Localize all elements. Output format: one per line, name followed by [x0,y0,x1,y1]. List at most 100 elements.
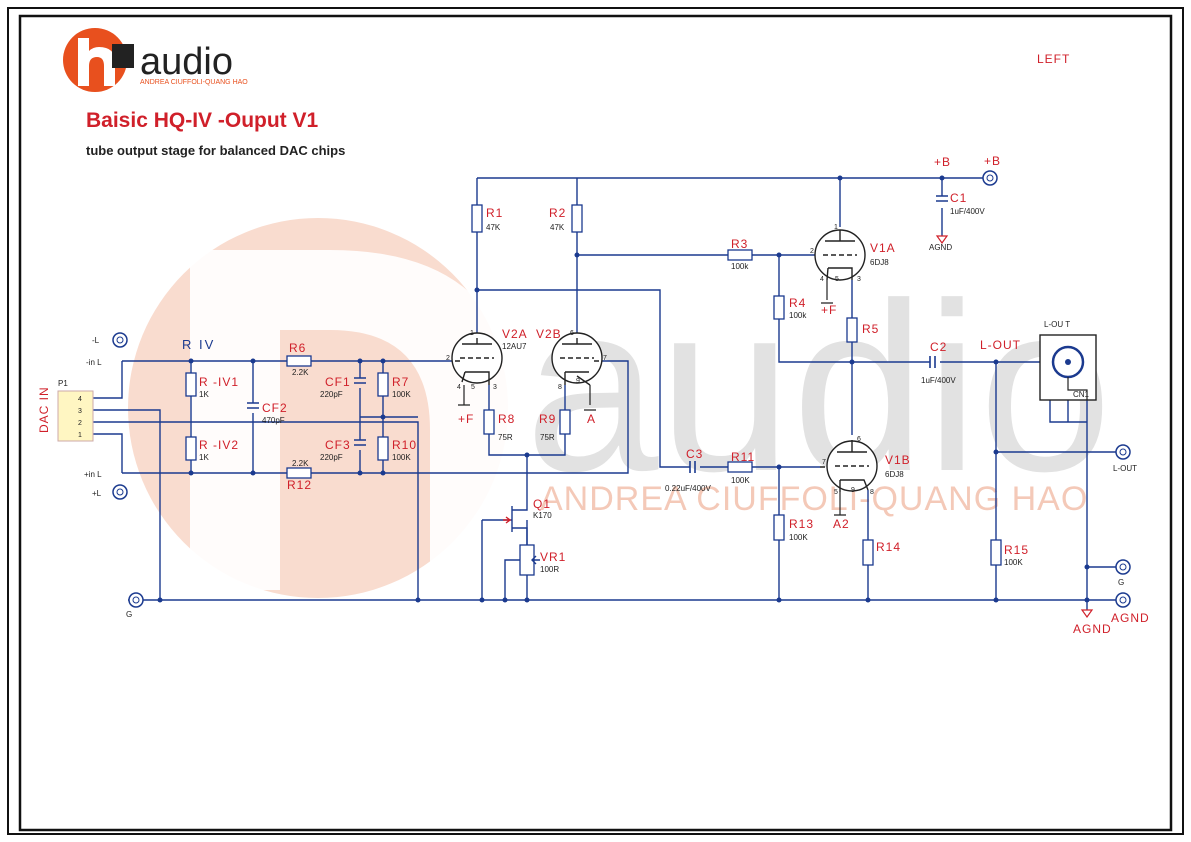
v2b-ref: V2B [536,327,562,341]
r10-value: 100K [392,453,411,462]
tube-v2a [451,332,503,385]
watermark-h-shape [190,250,520,590]
cf3-symbol [354,439,366,446]
junction-dot [188,358,194,364]
junction-dot [380,414,386,420]
r7-value: 100K [392,390,411,399]
c3-r11-wire [477,289,820,468]
r6-body [286,355,312,367]
bplus-net-label: +B [934,155,951,169]
riv2-value: 1K [199,453,209,462]
pin-number: 7 [822,459,826,466]
tube-v2b [551,332,603,386]
rca-jack-cn1 [1039,334,1097,401]
pin-number: 5 [835,276,839,283]
pin-number: 6 [857,436,861,443]
c1-symbol [936,195,948,202]
p1-pin-label: 3 [78,408,82,415]
logo-text: audio [140,41,233,83]
r4-value: 100k [789,311,807,320]
riv-block-label: R IV [182,337,215,352]
r5-body [846,317,858,343]
junction-dot [357,470,363,476]
pin-number: 5 [834,489,838,496]
r9-ref: R9 [539,412,556,426]
riv2-ref: R -IV2 [199,438,239,452]
riv1-value: 1K [199,390,209,399]
junction-dot [574,252,580,258]
r4-ref: R4 [789,296,806,310]
q1-value: K170 [533,511,552,520]
watermark: audio ANDREA CIUFFOLI-QUANG HAO [128,218,1112,598]
tube-grid-icon [455,357,494,362]
lout-jack-label: L-OUT [1113,464,1137,473]
r15-body [990,539,1002,566]
p1-body [57,390,94,442]
terminal-g-right-icon [1115,559,1131,575]
junction-dot [380,470,386,476]
brand-logo: audio ANDREA CIUFFOLI-QUANG HAO [63,28,248,92]
cf1-value: 220pF [320,390,343,399]
junction-dot [837,175,843,181]
junction-dot [357,358,363,364]
v1b-value: 6DJ8 [885,470,904,479]
v1a-value: 6DJ8 [870,258,889,267]
channel-label: LEFT [1037,52,1070,66]
labels: -L -in L +in L +L G R IV R -IV1 1K R -IV… [84,154,1149,636]
r9-value: 75R [540,433,555,442]
r11-ref: R11 [731,450,755,464]
a2-stub [834,492,846,516]
r10-body [377,436,389,461]
tube-plate-icon [462,338,492,345]
r4-c2-wire [778,255,1040,363]
r1-ref: R1 [486,206,503,220]
r15-value: 100K [1004,558,1023,567]
plus-f-1-stub [458,385,470,406]
terminal-agnd-icon [1115,592,1131,608]
agnd-c1-label: AGND [929,243,952,252]
jfet-q1 [503,500,528,545]
jfet-gate-arrow-icon [503,516,512,524]
terminal-minus-l-icon [112,332,128,348]
junction-dot [993,597,999,603]
c3-symbol [689,461,696,473]
tube-cathode-icon [826,267,853,281]
cf2-value: 470pF [262,416,285,425]
c3-ref: C3 [686,447,703,461]
r8-value: 75R [498,433,513,442]
junction-dot [188,470,194,476]
pin-number: 8 [558,384,562,391]
a2-label: A2 [833,517,850,531]
tube-v1a [814,229,866,281]
v2a-value: 12AU7 [502,342,527,351]
outer-border [7,7,1184,835]
supply-pins [458,280,846,516]
pin-number: 2 [446,355,450,362]
tube-grid-icon [560,357,600,362]
ground-symbols [935,235,1094,619]
pin-number: 3 [857,276,861,283]
terminal-plus-l-icon [112,484,128,500]
junction-dot [1084,597,1090,603]
p1-connector: 4 3 2 1 P1 DAC IN [37,379,94,442]
r13-ref: R13 [789,517,814,531]
inner-border [18,14,1173,832]
c2-ref: C2 [930,340,947,354]
watermark-tagline: ANDREA CIUFFOLI-QUANG HAO [540,480,1088,518]
r9-body [559,409,571,435]
junction-dot [1084,564,1090,570]
junction-dot [849,359,855,365]
minus-l-label: -L [92,336,100,345]
cf3-ref: CF3 [325,438,351,452]
junction-dot [776,597,782,603]
junction-dot [776,252,782,258]
tube-cathode-icon [564,371,591,386]
v1a-ref: V1A [870,241,896,255]
vr1-ref: VR1 [540,550,566,564]
lout-box-label: L-OU T [1044,320,1070,329]
r14-body [862,539,874,566]
r8-ref: R8 [498,412,515,426]
r11-body [727,461,753,473]
c1-value: 1uF/400V [950,207,985,216]
logo-tagline: ANDREA CIUFFOLI-QUANG HAO [140,79,248,86]
